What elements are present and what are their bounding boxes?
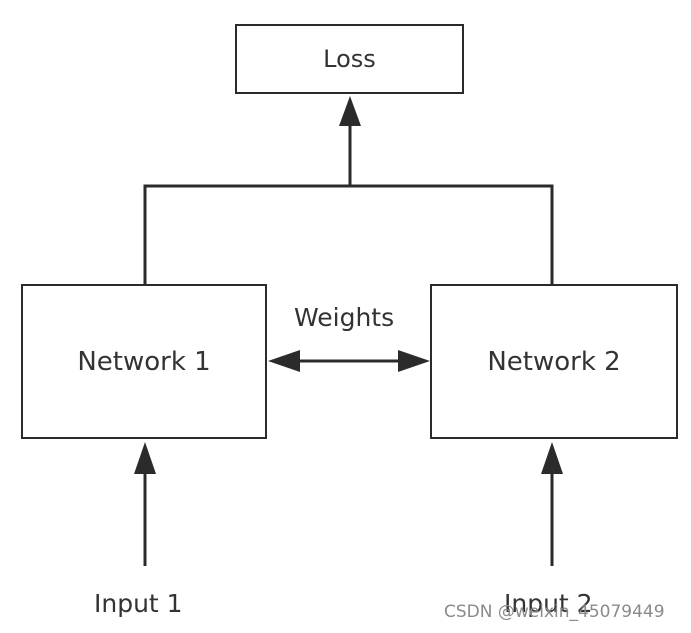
network2-box: Network 2 xyxy=(430,284,678,439)
network1-box: Network 1 xyxy=(21,284,267,439)
input1-arrow-head xyxy=(134,442,156,474)
network2-label: Network 2 xyxy=(487,346,621,377)
loss-label: Loss xyxy=(323,45,376,73)
weights-label: Weights xyxy=(294,303,395,332)
loss-arrow-head xyxy=(339,96,361,126)
loss-box: Loss xyxy=(235,24,464,94)
weights-arrow-head-right xyxy=(398,350,430,372)
weights-arrow-head-left xyxy=(268,350,300,372)
network1-label: Network 1 xyxy=(77,346,211,377)
input2-label: Input 2 xyxy=(504,589,593,618)
watermark-text: CSDN @weixin_45079449 xyxy=(444,602,665,622)
input1-label: Input 1 xyxy=(94,589,183,618)
input2-arrow-head xyxy=(541,442,563,474)
